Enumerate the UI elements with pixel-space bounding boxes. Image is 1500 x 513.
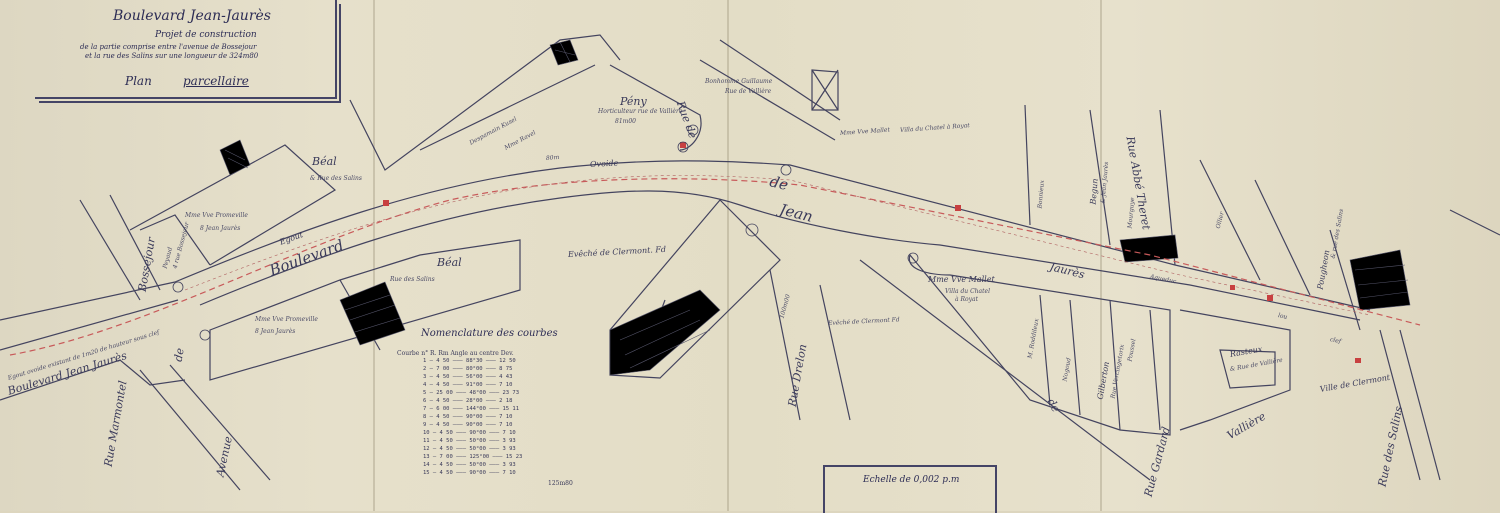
boulevard-south-edge bbox=[199, 190, 1361, 321]
title-extent-2: et la rue des Salins sur une longueur de… bbox=[85, 52, 259, 60]
nomenclature-row: 5 — 25 00 ——— 48°00 ——— 23 73 bbox=[423, 390, 520, 396]
title-project: Projet de construction bbox=[155, 30, 257, 40]
nomenclature-row: 2 — 7 00 ——— 80°00 ——— 8 75 bbox=[423, 366, 513, 372]
owner-peny-addr: Horticulteur rue de Vallière bbox=[598, 108, 683, 115]
fold-line bbox=[1100, 0, 1102, 511]
nomenclature-row: 12 — 4 50 ——— 50°00 ——— 3 93 bbox=[423, 446, 516, 452]
owner-beal-2: Béal bbox=[437, 256, 462, 269]
boulevard-north-edge bbox=[174, 160, 1371, 311]
owner-pomeville-1-addr: 8 Jean Jaurès bbox=[200, 225, 241, 232]
owner-bonhomme: Bonhomme Guillaume bbox=[705, 78, 773, 85]
nomenclature-row: 1 — 4 50 ——— 88°30 ——— 12 50 bbox=[423, 358, 516, 364]
nomenclature-title: Nomenclature des courbes bbox=[421, 328, 558, 339]
owner-pomeville-2-addr: 8 Jean Jaurès bbox=[255, 328, 296, 335]
owner-mallet-2-addr2: à Royat bbox=[955, 296, 978, 303]
scale-box: Echelle de 0,002 p.m bbox=[823, 465, 997, 513]
fold-line bbox=[727, 0, 729, 511]
label-de-avenue: de bbox=[171, 347, 187, 363]
sewer-line bbox=[9, 178, 1421, 356]
owner-pomeville-1: Mme Vve Promeville bbox=[185, 212, 248, 219]
nomenclature-row: 13 — 7 00 ——— 125°00 ——— 15 23 bbox=[423, 454, 523, 460]
nomenclature-row: 8 — 4 50 ——— 90°00 ——— 7 10 bbox=[423, 414, 513, 420]
nomenclature-row: 15 — 4 50 ——— 90°00 ——— 7 10 bbox=[423, 470, 516, 476]
nomenclature-row: 6 — 4 50 ——— 28°00 ——— 2 18 bbox=[423, 398, 513, 404]
nomenclature-row: 14 — 4 50 ——— 50°00 ——— 3 93 bbox=[423, 462, 516, 468]
owner-peny-area: 81m00 bbox=[615, 118, 636, 125]
nomenclature-row: 9 — 4 50 ——— 90°00 ——— 7 10 bbox=[423, 422, 513, 428]
nomenclature-row: 11 — 4 50 ——— 50°00 ——— 3 93 bbox=[423, 438, 516, 444]
label-ovoide: Ovoide bbox=[589, 158, 619, 169]
nomenclature-row: 10 — 4 50 ——— 90°00 ——— 7 10 bbox=[423, 430, 516, 436]
nomenclature-row: 3 — 4 50 ——— 56°00 ——— 4 43 bbox=[423, 374, 513, 380]
scale-label: Echelle de 0,002 p.m bbox=[863, 475, 960, 485]
owner-beal-1: Béal bbox=[312, 155, 337, 168]
owner-beal-2-addr: Rue des Salins bbox=[390, 276, 435, 283]
nomenclature-columns: Courbe n° R. Rm Angle au centre Dev. bbox=[397, 350, 514, 357]
nomenclature-total: 125m80 bbox=[548, 480, 573, 487]
owner-pomeville-2: Mme Vve Promeville bbox=[255, 316, 318, 323]
owner-bonhomme-addr: Rue de Vallière bbox=[725, 88, 772, 95]
label-dist1: 80m bbox=[545, 153, 560, 162]
owner-beal-1-addr: & Rue des Salins bbox=[310, 175, 362, 182]
nomenclature-row: 7 — 6 00 ——— 144°00 ——— 15 11 bbox=[423, 406, 520, 412]
nomenclature-row: 4 — 4 50 ——— 91°00 ——— 7 10 bbox=[423, 382, 513, 388]
title-main: Boulevard Jean-Jaurès bbox=[113, 8, 271, 24]
title-parcellaire: parcellaire bbox=[183, 74, 249, 88]
owner-mallet-2-addr: Villa du Chatel bbox=[945, 288, 990, 295]
title-extent-1: de la partie comprise entre l'avenue de … bbox=[80, 43, 257, 51]
fold-line bbox=[373, 0, 375, 511]
owner-mallet-2: Mme Vve Mallet bbox=[928, 275, 995, 284]
owner-peny: Pény bbox=[620, 95, 647, 108]
title-plan: Plan bbox=[125, 74, 152, 88]
title-block: Boulevard Jean-Jaurès Projet de construc… bbox=[35, 0, 337, 99]
